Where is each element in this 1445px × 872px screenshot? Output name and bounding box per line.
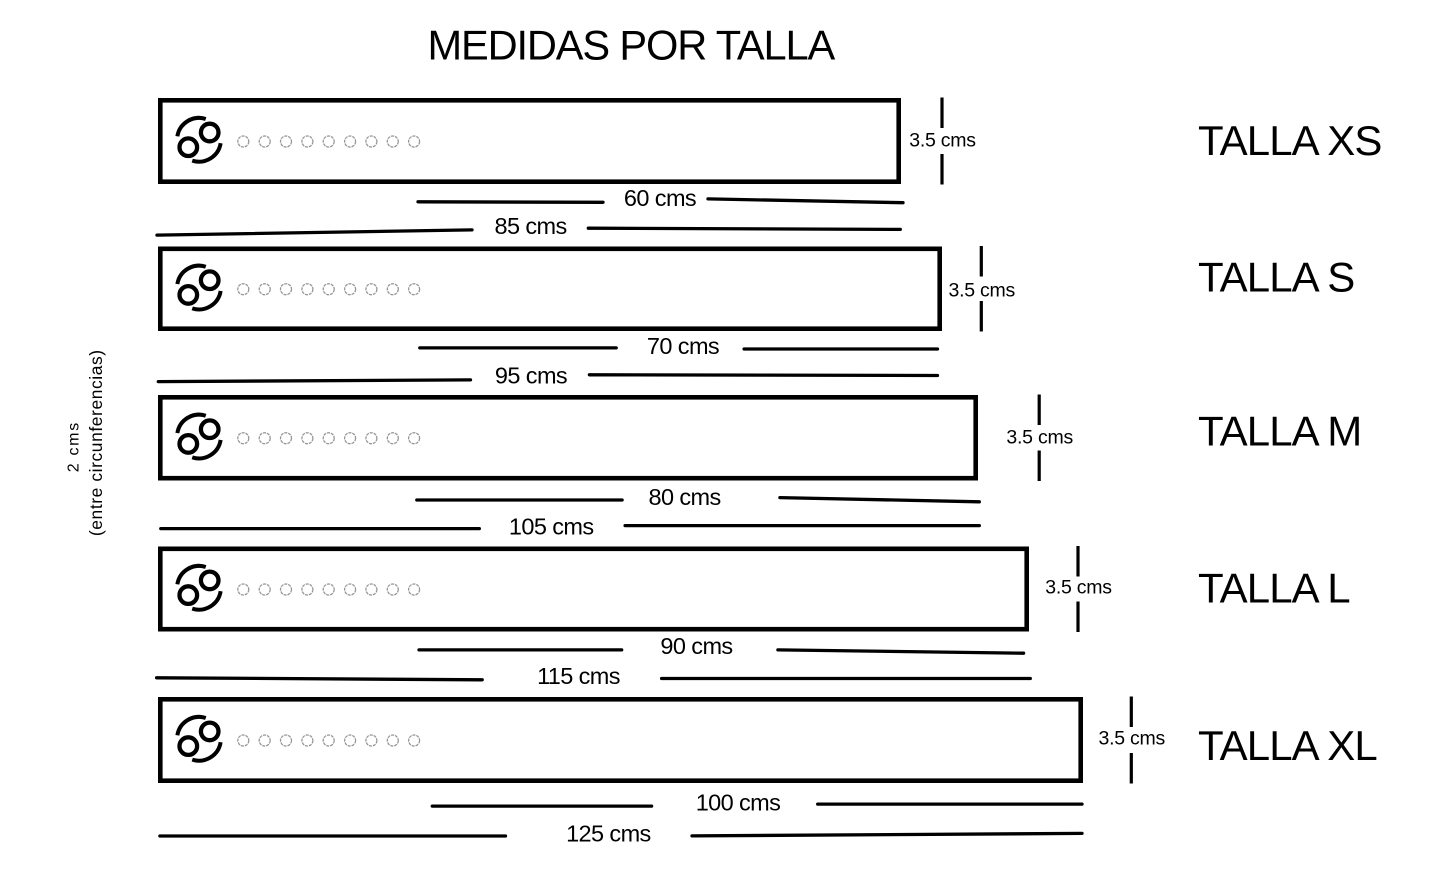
svg-text:TALLA S: TALLA S (1198, 254, 1354, 301)
svg-text:80 cms: 80 cms (649, 484, 721, 510)
svg-text:115 cms: 115 cms (537, 663, 620, 689)
svg-text:95 cms: 95 cms (495, 363, 567, 389)
svg-text:3.5 cms: 3.5 cms (1006, 427, 1073, 449)
svg-text:TALLA M: TALLA M (1198, 408, 1361, 455)
svg-text:TALLA XS: TALLA XS (1198, 117, 1381, 164)
svg-text:85 cms: 85 cms (495, 213, 567, 239)
svg-text:100 cms: 100 cms (696, 789, 781, 815)
svg-text:(entre circunferencias): (entre circunferencias) (86, 349, 106, 536)
svg-text:TALLA XL: TALLA XL (1198, 722, 1377, 769)
svg-text:MEDIDAS POR TALLA: MEDIDAS POR TALLA (428, 21, 836, 68)
svg-text:125 cms: 125 cms (566, 821, 651, 847)
svg-text:60 cms: 60 cms (624, 185, 696, 211)
svg-text:105 cms: 105 cms (509, 514, 594, 540)
svg-text:3.5 cms: 3.5 cms (1045, 577, 1112, 599)
svg-text:3.5 cms: 3.5 cms (909, 130, 976, 152)
svg-text:TALLA L: TALLA L (1198, 565, 1350, 612)
svg-text:2 cms: 2 cms (66, 421, 83, 472)
svg-text:3.5 cms: 3.5 cms (949, 279, 1016, 301)
svg-text:90 cms: 90 cms (660, 633, 732, 659)
svg-text:3.5 cms: 3.5 cms (1099, 727, 1166, 749)
svg-text:70 cms: 70 cms (647, 333, 719, 359)
